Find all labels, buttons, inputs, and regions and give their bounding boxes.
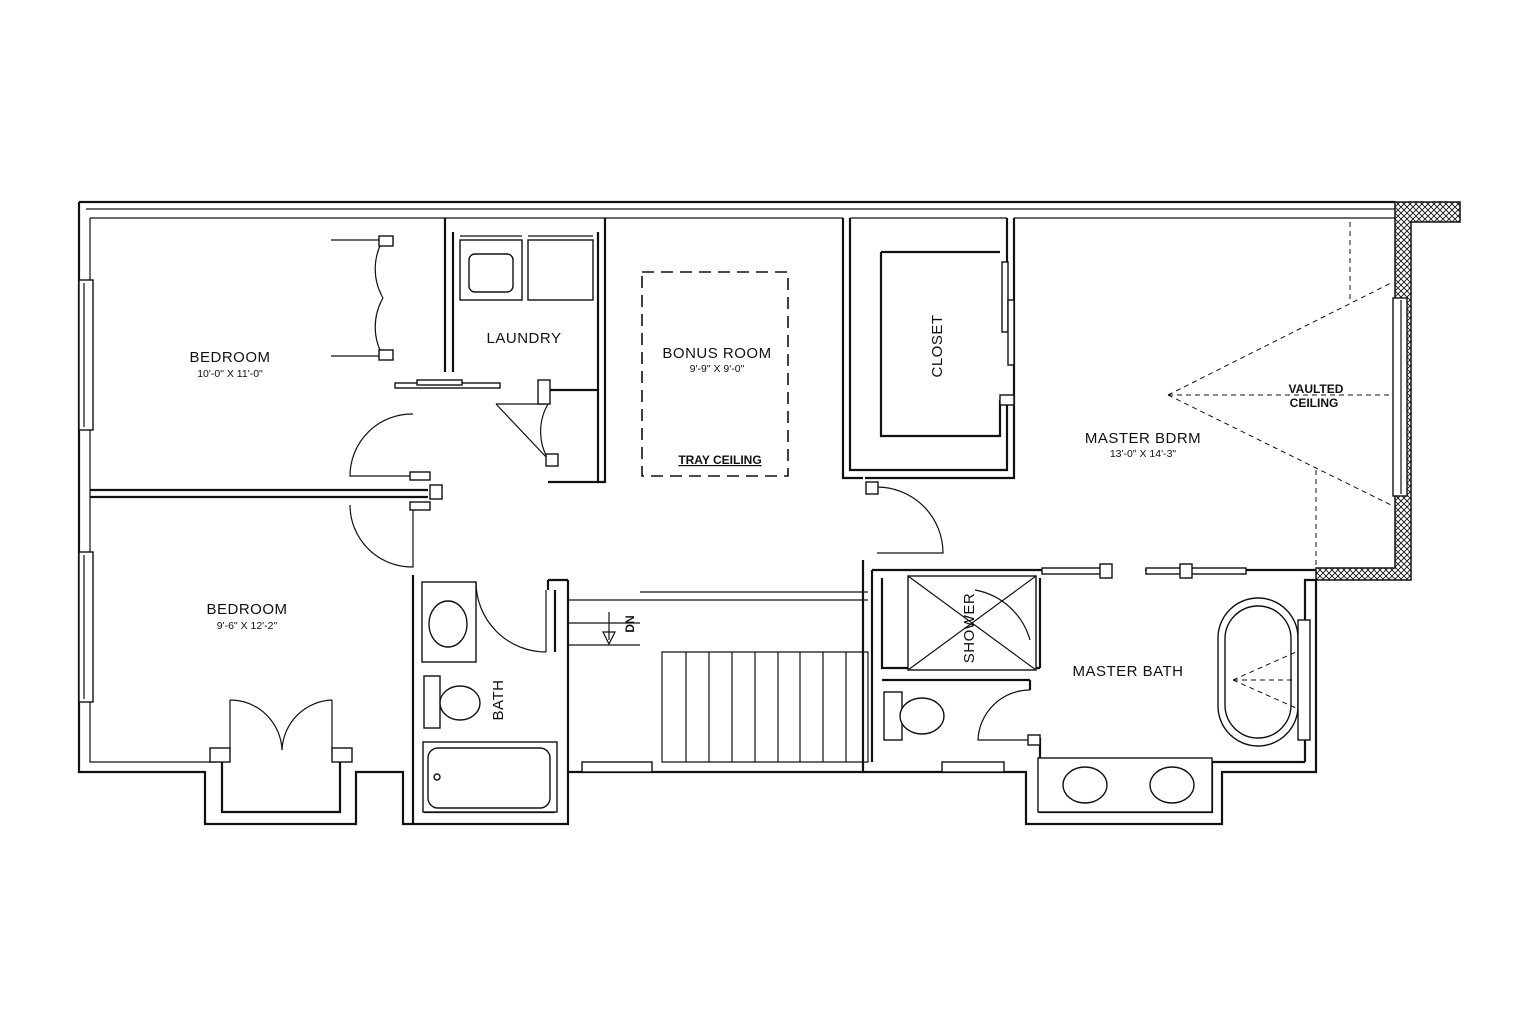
master-bedroom-label: MASTER BDRM (1085, 430, 1201, 447)
bedroom2-door[interactable] (349, 484, 443, 568)
closet-double-door[interactable] (331, 235, 394, 361)
vaulted-label: VAULTED (1289, 382, 1344, 396)
tray-ceiling-outline (641, 271, 789, 477)
shower-enclosure (907, 575, 1037, 671)
vaulted-ceiling-lines (1167, 222, 1392, 568)
master-bath-label: MASTER BATH (1072, 663, 1183, 680)
bath-fixtures (421, 581, 558, 813)
laundry-closet-door[interactable] (495, 379, 559, 467)
french-doors[interactable] (209, 699, 353, 763)
window (1392, 297, 1408, 497)
bedroom1-label: BEDROOM (189, 349, 270, 366)
window (581, 761, 653, 773)
bonus-room-size: 9'-9" X 9'-0" (690, 363, 745, 375)
staircase (546, 578, 869, 763)
bedroom2-size: 9'-6" X 12'-2" (217, 620, 278, 632)
window (941, 761, 1005, 773)
bonus-room-label: BONUS ROOM (662, 345, 771, 362)
window (78, 279, 94, 431)
bedroom1-door[interactable] (349, 413, 431, 481)
ceiling-label: CEILING (1290, 396, 1339, 410)
exterior-walls (77, 200, 1461, 826)
laundry-label: LAUNDRY (487, 330, 562, 347)
laundry-appliances (459, 235, 594, 301)
window (78, 551, 94, 703)
bedroom1-size: 10'-0" X 11'-0" (197, 368, 263, 380)
tray-ceiling-label: TRAY CEILING (678, 453, 761, 467)
master-door[interactable] (865, 481, 944, 554)
hatched-wall (1315, 201, 1461, 581)
shower-label: SHOWER (961, 593, 978, 664)
master-bath-fixtures (883, 597, 1311, 813)
bath-label: BATH (490, 680, 507, 721)
interior-walls (90, 218, 1316, 824)
bath-door[interactable] (475, 581, 547, 653)
bedroom2-label: BEDROOM (206, 601, 287, 618)
master-bedroom-size: 13'-0" X 14'-3" (1110, 448, 1177, 460)
closet-label: CLOSET (929, 314, 946, 377)
stair-direction-label: DN (623, 615, 637, 632)
closet-fixtures (879, 250, 1015, 438)
laundry-sliding-door[interactable] (394, 379, 501, 389)
master-bath-pocket-doors[interactable] (1041, 563, 1247, 579)
master-bath-door[interactable] (977, 689, 1041, 746)
